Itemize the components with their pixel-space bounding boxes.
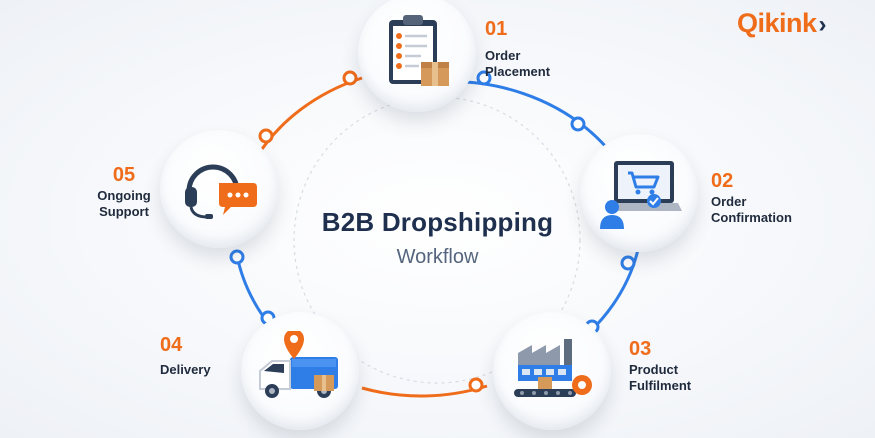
step-title-line: Order <box>711 194 747 209</box>
step-01-node <box>358 0 476 112</box>
dot <box>476 70 492 86</box>
dot <box>468 377 484 393</box>
laptop-cart-icon <box>600 161 682 229</box>
headset-chat-icon <box>185 164 257 219</box>
step-title-line: Placement <box>485 64 551 79</box>
step-title-line: Fulfilment <box>629 378 692 393</box>
step-01-label: 01 Order Placement <box>485 18 550 80</box>
step-title-line: Support <box>99 204 149 219</box>
step-02-node <box>580 134 698 252</box>
diagram-title: B2B Dropshipping Workflow <box>300 207 575 269</box>
step-title-line: Order <box>485 48 521 63</box>
title-line-1: B2B Dropshipping <box>321 207 554 237</box>
brand-name: Qikink <box>737 8 817 38</box>
brand-chevron-icon: › <box>818 11 827 38</box>
factory-conveyor-icon <box>514 339 592 397</box>
brand-logo: Qikink› <box>737 8 827 39</box>
step-04-node <box>241 312 359 430</box>
step-number: 02 <box>711 170 734 192</box>
connector-05-01 <box>254 76 363 159</box>
dot <box>229 249 245 265</box>
step-05-label: 05 Ongoing Support <box>93 164 155 220</box>
step-number: 05 <box>112 164 136 186</box>
dot <box>258 128 274 144</box>
dot <box>570 116 586 132</box>
step-number: 03 <box>629 338 652 360</box>
step-title-line: Ongoing <box>97 188 151 203</box>
delivery-truck-icon <box>259 331 338 398</box>
title-line-2: Workflow <box>396 246 479 268</box>
step-03-label: 03 Product Fulfilment <box>629 338 691 394</box>
connector-03-04 <box>361 384 488 398</box>
step-03-node <box>493 312 611 430</box>
step-title-line: Confirmation <box>711 210 792 225</box>
step-04-label: 04 Delivery <box>160 334 211 378</box>
step-02-label: 02 Order Confirmation <box>711 170 792 226</box>
step-number: 04 <box>160 334 183 356</box>
dot <box>620 255 636 271</box>
dot <box>342 70 358 86</box>
step-number: 01 <box>485 18 508 40</box>
step-title-line: Product <box>629 362 679 377</box>
clipboard-checklist-icon <box>389 15 449 86</box>
step-title-line: Delivery <box>160 362 211 377</box>
step-05-node <box>160 130 278 248</box>
